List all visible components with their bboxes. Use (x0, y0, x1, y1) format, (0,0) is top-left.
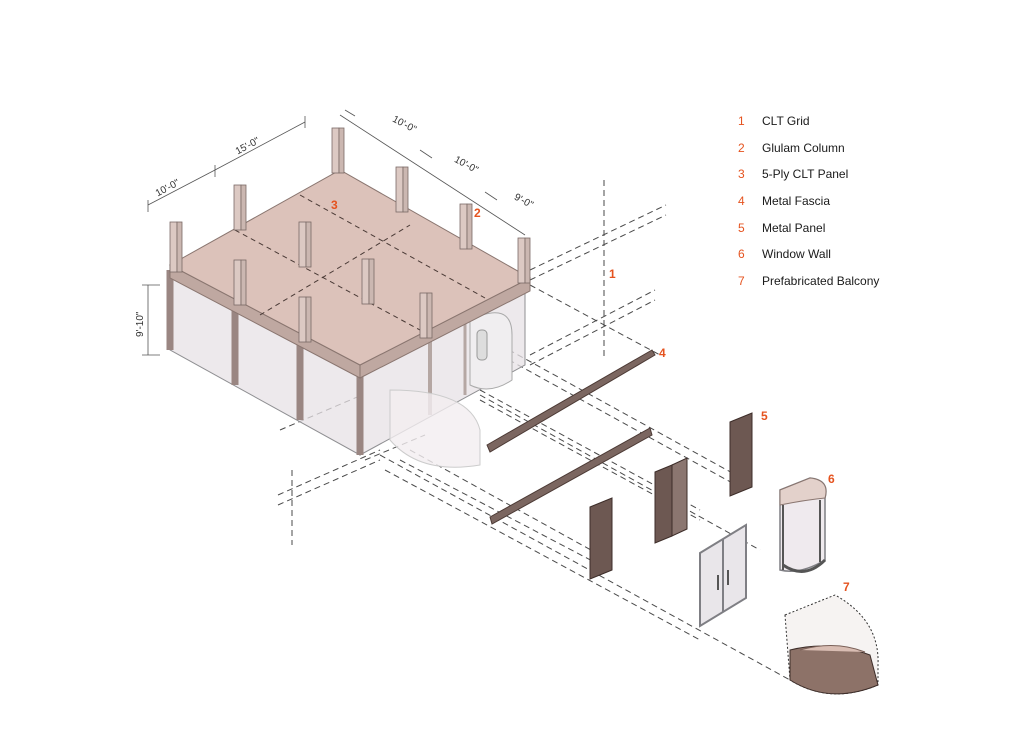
legend-item-window-wall: 6 Window Wall (738, 241, 879, 268)
column (361, 258, 375, 305)
legend-item-clt-panel: 3 5-Ply CLT Panel (738, 161, 879, 188)
column (233, 259, 247, 306)
legend: 1 CLT Grid 2 Glulam Column 3 5-Ply CLT Pane… (738, 108, 879, 294)
callout-1: 1 (609, 267, 616, 281)
legend-label: Metal Panel (762, 220, 826, 235)
legend-item-metal-panel: 5 Metal Panel (738, 214, 879, 241)
legend-item-prefabricated-balcony: 7 Prefabricated Balcony (738, 268, 879, 295)
dimension-lines (142, 109, 526, 356)
legend-label: CLT Grid (762, 114, 810, 129)
callout-4: 4 (659, 346, 666, 360)
dim-label-4: 10'-0" (452, 154, 480, 176)
callout-7: 7 (843, 580, 850, 594)
legend-item-glulam-column: 2 Glulam Column (738, 135, 879, 162)
column (459, 203, 473, 250)
callout-5: 5 (761, 409, 768, 423)
column (298, 221, 312, 268)
callout-2: 2 (474, 206, 481, 220)
column (169, 221, 183, 273)
callout-3: 3 (331, 198, 338, 212)
column (298, 296, 312, 343)
column (331, 127, 345, 174)
column (419, 292, 433, 339)
glulam-columns (169, 127, 531, 343)
legend-number: 7 (738, 273, 745, 288)
dim-label-5: 9'-0" (512, 192, 535, 211)
legend-number: 5 (738, 220, 745, 235)
metal-panels (589, 412, 753, 580)
callout-numbers: 1 2 3 4 5 6 7 (331, 198, 850, 594)
window-wall-bay (779, 477, 827, 573)
legend-item-clt-grid: 1 CLT Grid (738, 108, 879, 135)
column (395, 166, 409, 213)
legend-label: Metal Fascia (762, 194, 831, 209)
column (233, 184, 247, 231)
legend-item-metal-fascia: 4 Metal Fascia (738, 188, 879, 215)
legend-number: 4 (738, 194, 745, 209)
legend-label: 5-Ply CLT Panel (762, 167, 849, 182)
dim-label-2: 15'-0" (234, 135, 262, 157)
legend-label: Glulam Column (762, 140, 845, 155)
dim-label-6: 9'-10" (135, 311, 146, 337)
callout-6: 6 (828, 472, 835, 486)
clt-slab (168, 169, 532, 379)
legend-label: Window Wall (762, 247, 831, 262)
dim-label-3: 10'-0" (390, 114, 418, 136)
metal-fascias (486, 349, 656, 525)
legend-number: 2 (738, 140, 745, 155)
prefabricated-balcony (784, 594, 879, 695)
dim-label-1: 10'-0" (154, 177, 182, 199)
legend-label: Prefabricated Balcony (762, 273, 880, 288)
legend-number: 1 (738, 114, 745, 129)
legend-number: 3 (738, 167, 745, 182)
legend-number: 6 (738, 247, 745, 262)
column (517, 237, 531, 284)
window-wall-door (699, 523, 747, 628)
